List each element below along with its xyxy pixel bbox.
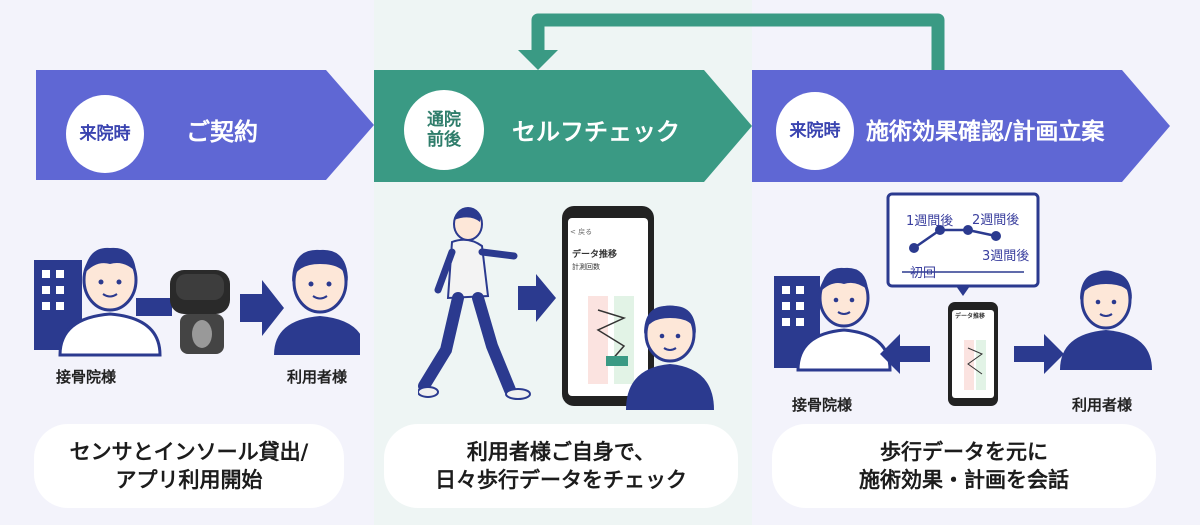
graph-label-week1: 1週間後 xyxy=(906,214,954,229)
stage-2-badge-line1: 通院 xyxy=(427,110,461,130)
stage-2-illustration xyxy=(418,206,714,410)
stage-2-title: セルフチェック xyxy=(512,118,680,146)
clinic-staff-icon xyxy=(58,247,162,357)
stage-2-description-line2: 日々歩行データをチェック xyxy=(435,468,687,492)
user-woman-icon xyxy=(1060,270,1152,370)
arrow-right-icon xyxy=(240,280,284,336)
user-woman-icon xyxy=(274,249,360,355)
stage-3-description-line1: 歩行データを元に xyxy=(880,440,1048,464)
stage-3-user-label: 利用者様 xyxy=(1071,396,1132,414)
stage-2-badge-line2: 前後 xyxy=(427,130,461,150)
stage-3-badge: 来院時 xyxy=(776,92,854,170)
stage-3-description: 歩行データを元に 施術効果・計画を会話 xyxy=(772,424,1156,508)
smartphone-icon xyxy=(562,206,654,406)
stage-2-description-line1: 利用者様ご自身で、 xyxy=(466,440,656,464)
stage-1-badge: 来院時 xyxy=(66,95,144,173)
connector-bar xyxy=(136,298,172,316)
stage-1-illustration xyxy=(34,247,360,357)
progress-graph-bubble xyxy=(886,192,1040,296)
walking-person-icon xyxy=(418,207,531,400)
arrow-right-icon xyxy=(518,274,556,322)
arrow-left-icon xyxy=(880,334,930,374)
smartphone-icon xyxy=(948,302,998,406)
stage-3-phone-header: データ推移 xyxy=(955,313,986,320)
phone-header: データ推移 xyxy=(572,250,618,260)
stage-3-badge-text: 来院時 xyxy=(789,121,841,141)
user-woman-icon xyxy=(626,305,714,410)
stage-2-description: 利用者様ご自身で、 日々歩行データをチェック xyxy=(384,424,738,508)
stage-1-description-line1: センサとインソール貸出/ xyxy=(69,440,309,464)
stage-1-description: センサとインソール貸出/ アプリ利用開始 xyxy=(34,424,344,508)
stage-1-title: ご契約 xyxy=(186,118,258,146)
graph-label-week3: 3週間後 xyxy=(982,249,1030,264)
stage-3-banner xyxy=(752,70,1170,182)
stage-1-clinic-label: 接骨院様 xyxy=(55,368,116,386)
graph-label-initial: 初回 xyxy=(910,266,937,281)
stage-2-badge: 通院 前後 xyxy=(404,90,484,170)
stage-3-description-line2: 施術効果・計画を会話 xyxy=(859,468,1069,492)
stage-1-user-label: 利用者様 xyxy=(286,368,347,386)
stage-1-description-line2: アプリ利用開始 xyxy=(115,468,263,492)
phone-subheader: 計測回数 xyxy=(572,263,600,271)
clinic-staff-icon xyxy=(796,267,892,372)
stage-1-badge-text: 来院時 xyxy=(79,124,131,144)
arrow-right-icon xyxy=(1014,334,1064,374)
phone-back-label: < 戻る xyxy=(570,228,593,236)
sensor-device-icon xyxy=(170,270,230,354)
stage-3-title: 施術効果確認/計画立案 xyxy=(866,119,1105,145)
stage-3-illustration xyxy=(774,192,1152,406)
stage-3-clinic-label: 接骨院様 xyxy=(791,396,852,414)
graph-label-week2: 2週間後 xyxy=(972,213,1020,228)
